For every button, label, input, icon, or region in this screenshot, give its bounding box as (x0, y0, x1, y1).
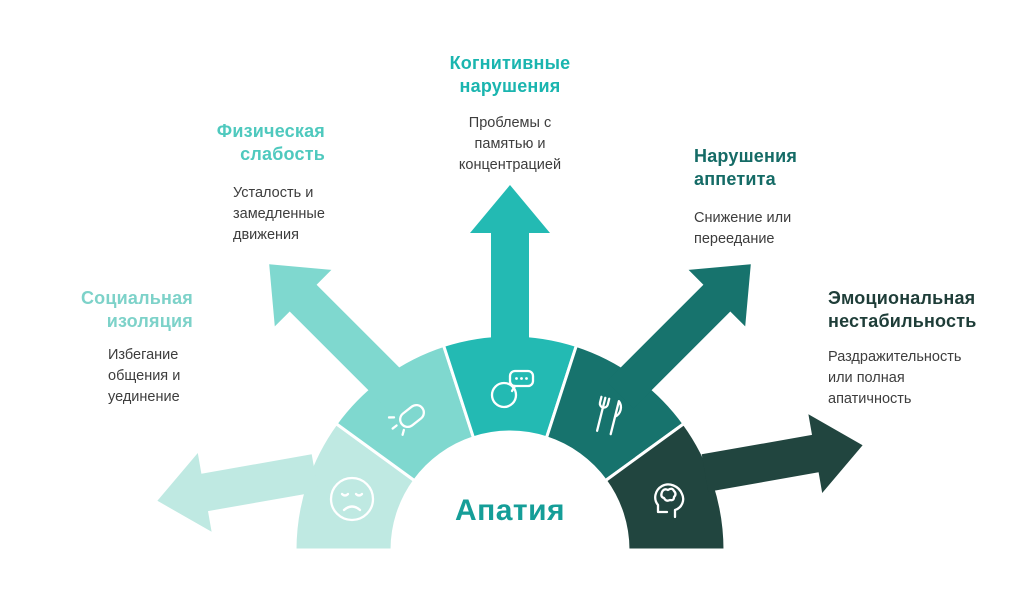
label-appetite-disorders-title: Нарушения аппетита (694, 146, 798, 189)
label-physical-weakness-description: Усталость и замедленные движения (233, 185, 325, 244)
arrow-emotional-instability (701, 414, 863, 493)
label-physical-weakness-title: Физическая слабость (216, 121, 325, 164)
weakness-icon (387, 403, 425, 436)
label-emotional-instability-title: Эмоциональная нестабильность (828, 288, 977, 331)
fork-knife-icon (595, 395, 623, 436)
label-cognitive-impairment-description: Проблемы с памятью и концентрацией (458, 115, 562, 174)
head-speech-bubble-icon (490, 369, 535, 409)
arrow-physical-weakness (269, 264, 414, 409)
label-cognitive-impairment-title: Когнитивные нарушения (449, 53, 571, 96)
arrow-social-isolation (157, 453, 319, 532)
label-emotional-instability-description: Раздражительность или полная апатичность (828, 349, 962, 408)
label-social-isolation-description: Избегание общения и уединение (108, 347, 181, 406)
arrows (157, 185, 863, 532)
center-title-apathy: Апатия (454, 494, 566, 527)
arrow-appetite-disorders (606, 264, 751, 409)
segment-icons (329, 369, 685, 522)
label-social-isolation-title: Социальная изоляция (80, 288, 193, 331)
arrow-cognitive-impairment (470, 185, 550, 360)
label-appetite-disorders-description: Снижение или переедание (694, 210, 792, 248)
head-brain-icon (654, 483, 685, 519)
sad-face-icon (329, 476, 375, 522)
